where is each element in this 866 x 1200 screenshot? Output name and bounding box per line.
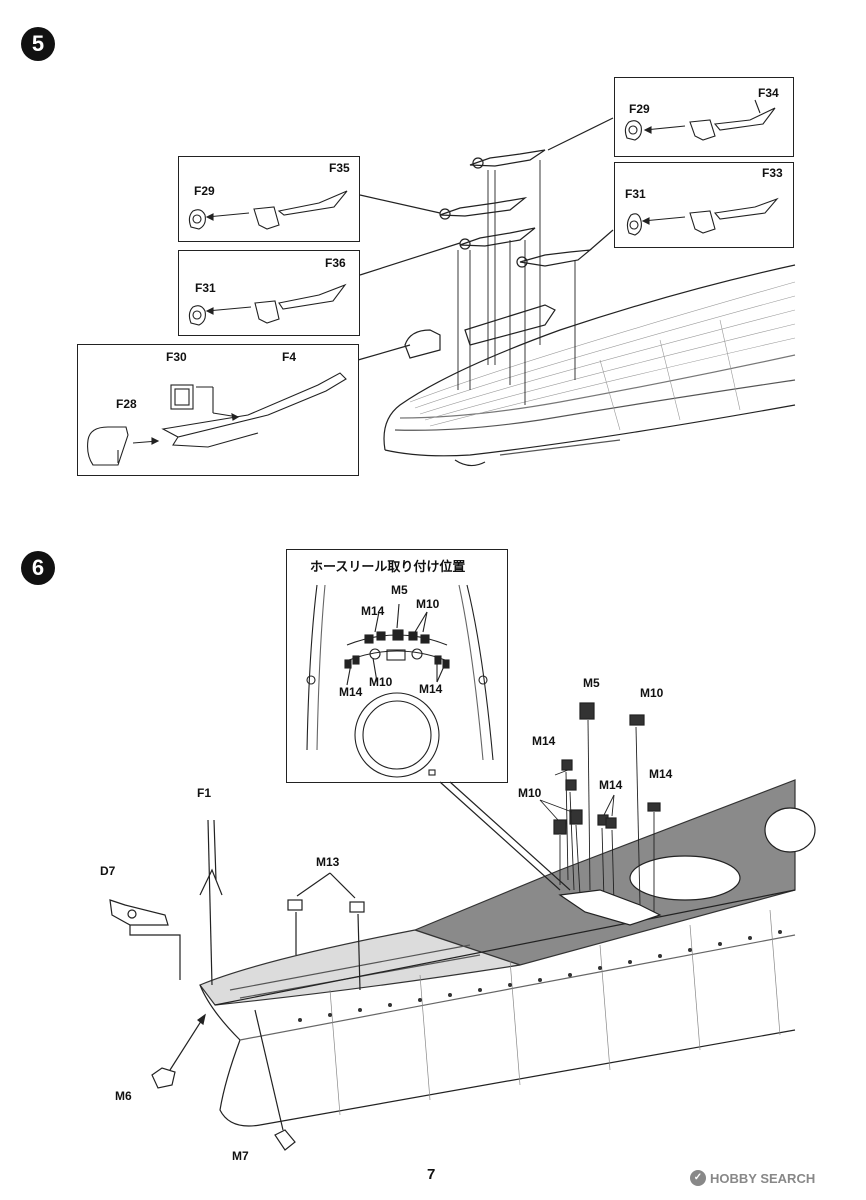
step-5-illustration	[357, 117, 796, 467]
label-f30: F30	[166, 350, 187, 364]
f34-assembly-drawing	[624, 99, 776, 141]
label-m13: M13	[316, 855, 340, 869]
label-f29-top: F29	[629, 102, 650, 116]
label-f34: F34	[758, 86, 779, 100]
watermark-text: HOBBY SEARCH	[710, 1170, 816, 1186]
label-f4: F4	[282, 350, 297, 364]
f35-assembly-drawing	[188, 190, 348, 230]
inset-box-f33-f31	[614, 162, 794, 248]
label-m6: M6	[115, 1089, 132, 1103]
label-f1: F1	[197, 786, 212, 800]
inset-label-m14-b: M14	[339, 685, 363, 699]
inset-label-m14-a: M14	[361, 604, 385, 618]
label-f35: F35	[329, 161, 350, 175]
inset-label-m10-b: M10	[369, 675, 393, 689]
inset-box-f34-f29	[614, 77, 794, 157]
label-m10-top: M10	[640, 686, 664, 700]
hose-reel-inset-box	[286, 549, 508, 783]
step-6-badge: 6	[21, 551, 55, 585]
f36-assembly-drawing	[188, 283, 347, 326]
hose-reel-inset-drawing	[306, 584, 494, 778]
label-m14-top: M14	[532, 734, 556, 748]
label-f31-left: F31	[195, 281, 216, 295]
step-5-badge: 5	[21, 27, 55, 61]
inset-label-m14-c: M14	[419, 682, 443, 696]
label-m7: M7	[232, 1149, 249, 1163]
label-m14-right: M14	[649, 767, 673, 781]
hose-reel-inset-title: ホースリール取り付け位置	[310, 560, 466, 575]
inset-box-f36-f31	[178, 250, 360, 336]
label-m5: M5	[583, 676, 600, 690]
f4-assembly-drawing	[87, 372, 347, 466]
label-f28: F28	[116, 397, 137, 411]
inset-label-m10-a: M10	[416, 597, 440, 611]
inset-box-f35-f29	[178, 156, 360, 242]
label-m10-mid: M10	[518, 786, 542, 800]
label-f36: F36	[325, 256, 346, 270]
inset-box-f30-f4-f28	[77, 344, 359, 476]
watermark: ✓ HOBBY SEARCH	[690, 1170, 815, 1186]
page-number: 7	[427, 1166, 436, 1183]
label-f31-right: F31	[625, 187, 646, 201]
inset-label-m5: M5	[391, 583, 408, 597]
label-d7: D7	[100, 864, 116, 878]
label-f29-left: F29	[194, 184, 215, 198]
f33-assembly-drawing	[626, 197, 779, 236]
label-f33: F33	[762, 166, 783, 180]
label-m14-mid: M14	[599, 778, 623, 792]
watermark-logo-icon: ✓	[690, 1170, 706, 1186]
